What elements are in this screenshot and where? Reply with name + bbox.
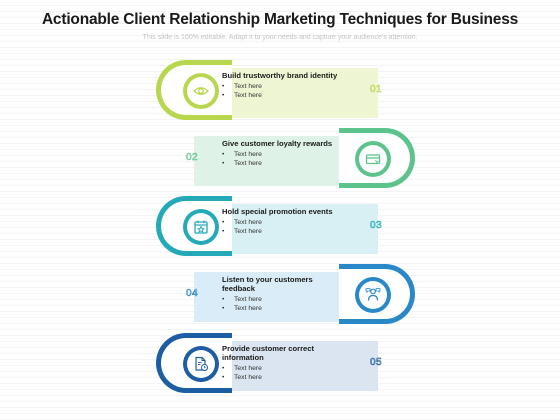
- step-1-number: 01: [370, 84, 383, 96]
- step-2-number: 02: [186, 152, 199, 164]
- step-4-bullet-2: Text here: [222, 304, 357, 313]
- step-2-bullet-2: Text here: [222, 159, 357, 168]
- step-1-content: Build trustworthy brand identity Text he…: [222, 71, 357, 100]
- step-4-arc: [339, 264, 415, 324]
- calendar-star-icon: [194, 220, 208, 234]
- step-3: Hold special promotion events Text here …: [0, 196, 560, 264]
- step-5-bullet-1: Text here: [222, 364, 357, 373]
- eye-icon: [193, 87, 209, 95]
- step-4-bullet-1: Text here: [222, 295, 357, 304]
- step-5-content: Provide customer correct information Tex…: [222, 344, 357, 382]
- step-4-number: 04: [186, 288, 199, 300]
- step-3-bullet-1: Text here: [222, 218, 357, 227]
- loyalty-card-icon: [365, 154, 381, 165]
- step-1: Build trustworthy brand identity Text he…: [0, 60, 560, 128]
- feedback-icon: [365, 288, 381, 301]
- step-2-heading: Give customer loyalty rewards: [222, 139, 333, 148]
- step-4: Listen to your customers feedback Text h…: [0, 264, 560, 332]
- slide-title: Actionable Client Relationship Marketing…: [41, 11, 519, 28]
- step-1-arc: [156, 60, 232, 120]
- step-4-icon-circle: [355, 277, 391, 313]
- step-5-heading: Provide customer correct information: [222, 344, 315, 362]
- step-3-number: 03: [370, 220, 383, 232]
- step-2: Give customer loyalty rewards Text here …: [0, 128, 560, 196]
- document-clock-icon: [195, 356, 208, 371]
- step-3-heading: Hold special promotion events: [222, 207, 333, 216]
- step-5: Provide customer correct information Tex…: [0, 333, 560, 401]
- step-1-bullet-1: Text here: [222, 82, 357, 91]
- step-3-icon-circle: [183, 209, 219, 245]
- step-1-heading: Build trustworthy brand identity: [222, 71, 338, 80]
- step-5-bullet-2: Text here: [222, 373, 357, 382]
- step-3-bullet-2: Text here: [222, 227, 357, 236]
- step-5-icon-circle: [183, 346, 219, 382]
- slide-subtitle: This slide is 100% editable. Adapt it to…: [142, 34, 418, 41]
- step-4-content: Listen to your customers feedback Text h…: [222, 275, 357, 313]
- step-1-bullet-2: Text here: [222, 91, 357, 100]
- step-1-icon-circle: [183, 73, 219, 109]
- step-3-content: Hold special promotion events Text here …: [222, 207, 357, 236]
- step-2-bullet-1: Text here: [222, 150, 357, 159]
- step-4-heading: Listen to your customers feedback: [222, 275, 313, 293]
- step-5-number: 05: [370, 357, 383, 369]
- step-2-icon-circle: [355, 141, 391, 177]
- step-2-content: Give customer loyalty rewards Text here …: [222, 139, 357, 168]
